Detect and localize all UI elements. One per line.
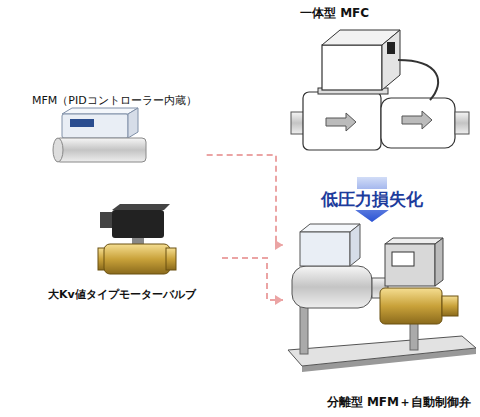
mfm-port [53,138,63,162]
base-plate [288,336,476,366]
arrowhead [275,295,283,305]
mfm-head [62,114,128,138]
mfm-illustration [53,108,146,162]
actuator-top [112,204,170,210]
dashed-line [207,155,283,245]
device-label: 分離型 MFM＋自動制御弁 [327,395,471,410]
controller-box [322,45,382,90]
arrowhead [275,240,283,250]
flow-mark [402,111,432,129]
fitting [455,112,469,134]
mfm-body [292,266,372,308]
stand [410,322,418,350]
fitting [442,296,458,316]
device-label: 一体型 MFC [300,6,369,21]
valve-body [380,288,442,324]
mfm-top [62,108,138,114]
stand [300,306,308,354]
cable [398,60,438,100]
mfc-valve-body [381,98,455,148]
mfc-body [303,92,381,150]
flow-mark [326,113,356,131]
actuator-top [385,238,443,244]
arrow-label: 低圧力損失化 [318,189,426,209]
plug [100,212,112,228]
device-node: 大Kv値タイプモーターバルブ [40,200,220,304]
controller-side [382,30,400,90]
mfm-head [300,232,350,266]
connector [222,258,283,305]
connector [387,42,395,54]
mfm-side [128,108,138,138]
valve-body [104,244,170,274]
actuator [385,244,435,286]
connector [207,155,283,250]
mfm-body [56,138,146,162]
actuator [112,210,164,238]
mfm-side [350,224,360,266]
device-node: MFM（PIDコントローラー内蔵） [28,92,205,164]
nut [166,248,176,270]
device-label: MFM（PIDコントローラー内蔵） [32,94,197,108]
mfc-illustration [291,30,469,150]
logo [70,119,94,127]
actuator-side [435,238,443,286]
assembly-illustration [288,224,476,372]
device-label: 大Kv値タイプモーターバルブ [48,288,196,302]
display [392,252,414,266]
valve-illustration [98,204,176,274]
device-node: 一体型 MFC [288,4,473,176]
device-node: 分離型 MFM＋自動制御弁 [283,222,477,412]
dashed-line [222,258,283,300]
